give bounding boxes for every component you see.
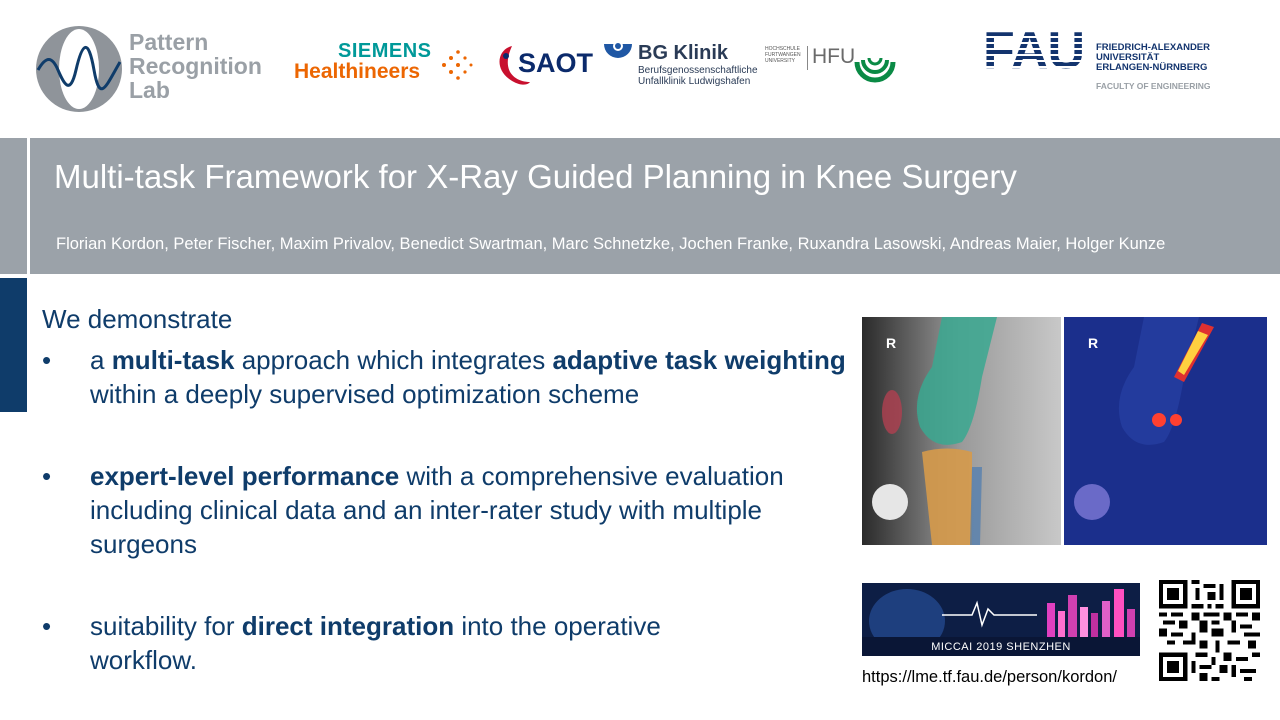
fau-logo: FAU FRIEDRICH-ALEXANDER UNIVERSITÄT ERLA… <box>983 22 1211 91</box>
xray-heatmap-image: R <box>1064 317 1267 545</box>
bg-klinik-logo: BG Klinik Berufsgenossenschaftliche Unfa… <box>602 42 758 88</box>
title-left-strip <box>0 138 27 274</box>
hfu-logo: HOCHSCHULE FURTWANGEN UNIVERSITY HFU <box>765 40 900 90</box>
bg-klinik-icon <box>604 42 632 58</box>
miccai-banner-image: MICCAI 2019 SHENZHEN <box>862 583 1140 656</box>
saot-swoosh-icon <box>499 46 530 85</box>
pattern-recognition-lab-logo: Pattern Recognition Lab <box>36 26 286 112</box>
qr-code[interactable] <box>1159 580 1260 681</box>
prl-emblem-icon <box>36 26 122 112</box>
accent-bar <box>0 278 27 412</box>
saot-logo: SAOT <box>492 42 593 88</box>
author-list: Florian Kordon, Peter Fischer, Maxim Pri… <box>56 235 1166 253</box>
siemens-dots-icon <box>442 50 473 80</box>
bullet-item-3: suitability for direct integration into … <box>90 611 661 675</box>
bullet-marker: • <box>42 611 52 641</box>
prl-logo-text: Pattern Recognition Lab <box>129 29 262 103</box>
bullet-item-1: a multi-task approach which integrates a… <box>90 345 846 409</box>
bullet-marker: • <box>42 345 52 375</box>
slide-title: Multi-task Framework for X-Ray Guided Pl… <box>54 158 1017 195</box>
xray-segmentation-image: R <box>862 317 1061 545</box>
url-link[interactable]: https://lme.tf.fau.de/person/kordon/ <box>862 668 1117 686</box>
siemens-healthineers-logo: SIEMENS Healthineers <box>294 40 474 90</box>
intro-text: We demonstrate <box>42 304 233 334</box>
bullet-marker: • <box>42 461 52 491</box>
title-band <box>30 138 1280 274</box>
bullet-item-2: expert-level performance with a comprehe… <box>90 461 784 559</box>
hfu-arc-icon <box>854 57 896 83</box>
